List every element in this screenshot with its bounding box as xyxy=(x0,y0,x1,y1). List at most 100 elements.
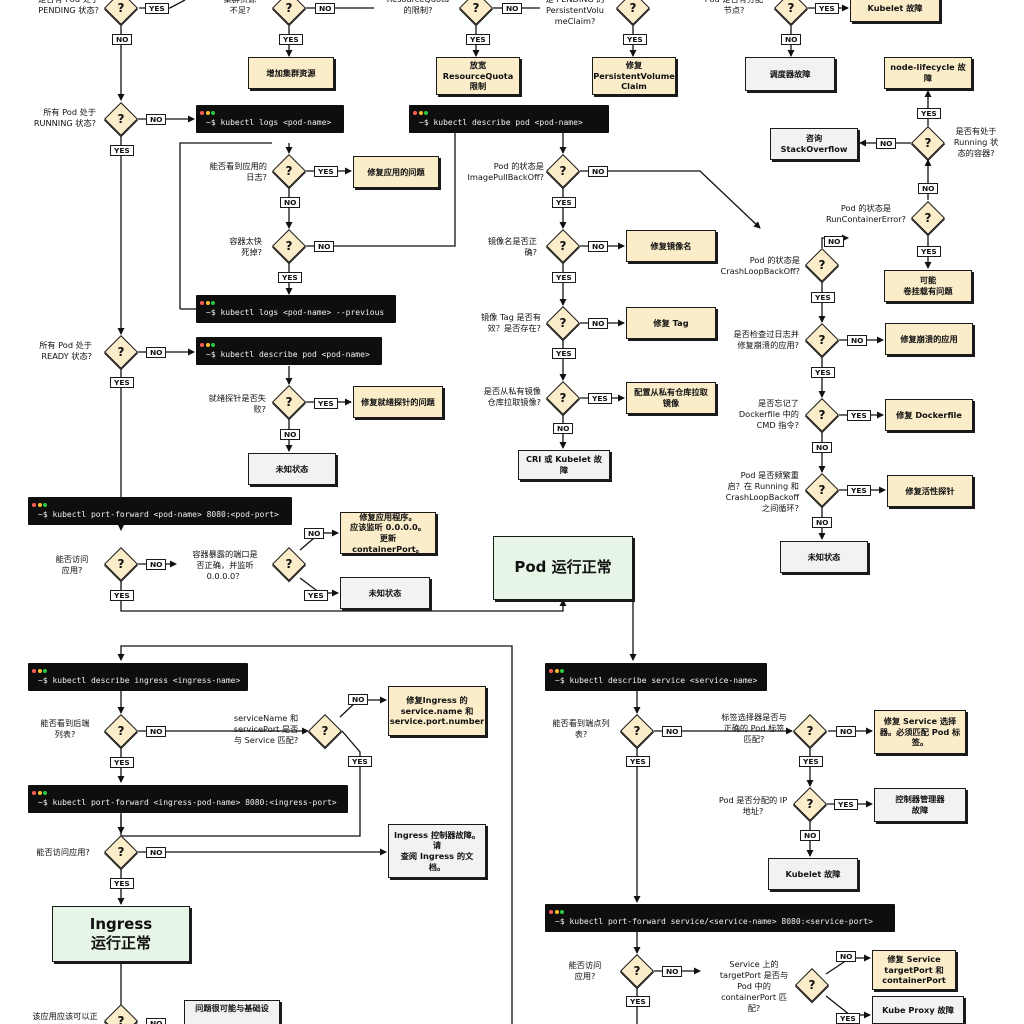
question-text: 集群资源 不足? xyxy=(224,0,257,16)
fix-dockerfile-box: 修复 Dockerfile xyxy=(885,399,973,431)
yes-label: YES xyxy=(834,799,858,810)
fix-app-box: 修复应用的问题 xyxy=(353,156,439,188)
no-label: NO xyxy=(588,318,609,329)
controller-manager-box: 控制器管理器 故障 xyxy=(874,788,966,822)
terminal-command: ~$ kubectl port-forward service/<service… xyxy=(555,917,873,926)
question-text: 所有 Pod 处于 RUNNING 状态? xyxy=(33,107,96,129)
terminal-command: ~$ kubectl port-forward <pod-name> 8080:… xyxy=(38,510,279,519)
decision-diamond: ? xyxy=(911,126,945,160)
terminal-port-forward-pod: ~$ kubectl port-forward <pod-name> 8080:… xyxy=(28,497,292,525)
yes-label: YES xyxy=(110,590,134,601)
question-text: 镜像名是否正 确? xyxy=(487,236,537,258)
question-text: Pod 是否分配的 IP 地址? xyxy=(718,795,788,817)
decision-diamond: ? xyxy=(308,714,342,748)
no-label: NO xyxy=(280,429,301,440)
window-dots-icon xyxy=(32,500,52,507)
kube-proxy-box: Kube Proxy 故障 xyxy=(872,996,964,1024)
terminal-command: ~$ kubectl logs <pod-name> xyxy=(206,118,332,127)
no-label: NO xyxy=(918,183,939,194)
yes-label: YES xyxy=(799,756,823,767)
stackoverflow-box: 咨询 StackOverflow xyxy=(770,128,858,160)
question-text: 容器太快 死掉? xyxy=(229,236,262,258)
terminal-command: ~$ kubectl logs <pod-name> --previous xyxy=(206,308,385,317)
ingress-controller-box: Ingress 控制器故障。请 查阅 Ingress 的文档。 xyxy=(388,824,486,878)
no-label: NO xyxy=(662,726,683,737)
question-text: 能否访问 应用? xyxy=(55,554,89,576)
terminal-port-forward-ingress: ~$ kubectl port-forward <ingress-pod-nam… xyxy=(28,785,348,813)
yes-label: YES xyxy=(279,34,303,45)
yes-label: YES xyxy=(917,246,941,257)
question-text: 容器暴露的端口是 否正确，并监听 0.0.0.0？ xyxy=(192,549,258,582)
question-text: 该应用应该可以正 xyxy=(32,1011,98,1021)
fix-crash-app-box: 修复崩溃的应用 xyxy=(885,323,973,355)
terminal-describe-pod: ~$ kubectl describe pod <pod-name> xyxy=(196,337,382,365)
question-text: 是否忘记了 Dockerfile 中的 CMD 指令? xyxy=(738,398,799,431)
terminal-command: ~$ kubectl port-forward <ingress-pod-nam… xyxy=(38,798,337,807)
yes-label: YES xyxy=(588,393,612,404)
window-dots-icon xyxy=(549,666,569,673)
volume-issue-box: 可能 卷挂载有问题 xyxy=(884,270,972,302)
no-label: NO xyxy=(112,34,133,45)
terminal-command: ~$ kubectl describe pod <pod-name> xyxy=(419,118,583,127)
yes-label: YES xyxy=(836,1013,860,1024)
yes-label: YES xyxy=(917,108,941,119)
yes-label: YES xyxy=(626,756,650,767)
question-text: 能否访问 应用? xyxy=(568,960,602,982)
no-label: NO xyxy=(876,138,897,149)
no-label: NO xyxy=(824,236,845,247)
window-dots-icon xyxy=(32,666,52,673)
yes-label: YES xyxy=(552,272,576,283)
yes-label: YES xyxy=(815,3,839,14)
question-text: 是 PENDING 的 PersistentVolu meClaim? xyxy=(545,0,604,27)
decision-diamond: ? xyxy=(104,0,138,25)
no-label: NO xyxy=(812,442,833,453)
cri-kubelet-box: CRI 或 Kubelet 故障 xyxy=(518,450,610,480)
ingress-running-ok-box: Ingress 运行正常 xyxy=(52,906,190,962)
decision-diamond: ? xyxy=(272,547,306,581)
fix-private-registry-box: 配置从私有仓库拉取 镜像 xyxy=(626,382,716,414)
decision-diamond: ? xyxy=(104,835,138,869)
unknown-state-box: 未知状态 xyxy=(780,541,868,573)
question-text: 能否看到端点列 表? xyxy=(552,718,610,740)
window-dots-icon xyxy=(200,340,220,347)
unknown-state-box: 未知状态 xyxy=(340,577,430,609)
no-label: NO xyxy=(812,517,833,528)
no-label: NO xyxy=(588,241,609,252)
no-label: NO xyxy=(502,3,523,14)
yes-label: YES xyxy=(314,398,338,409)
decision-diamond: ? xyxy=(805,473,839,507)
decision-diamond: ? xyxy=(546,381,580,415)
decision-diamond: ? xyxy=(795,968,829,1002)
fix-image-name-box: 修复镜像名 xyxy=(626,230,716,262)
unknown-state-box: 未知状态 xyxy=(248,453,336,485)
fix-liveness-box: 修复活性探针 xyxy=(887,475,973,507)
question-text: Pod 的状态是 ImagePullBackOff? xyxy=(467,161,544,183)
decision-diamond: ? xyxy=(911,201,945,235)
decision-diamond: ? xyxy=(272,0,306,25)
decision-diamond: ? xyxy=(793,787,827,821)
decision-diamond: ? xyxy=(272,154,306,188)
yes-label: YES xyxy=(314,166,338,177)
terminal-describe-ingress: ~$ kubectl describe ingress <ingress-nam… xyxy=(28,663,248,691)
terminal-describe-pod: ~$ kubectl describe pod <pod-name> xyxy=(409,105,609,133)
pod-running-ok-box: Pod 运行正常 xyxy=(493,536,633,600)
fix-targetport-box: 修复 Service targetPort 和 containerPort xyxy=(872,950,956,990)
question-text: 所有 Pod 处于 READY 状态? xyxy=(39,340,92,362)
window-dots-icon xyxy=(413,108,433,115)
question-text: 是否从私有镜像 仓库拉取镜像? xyxy=(483,386,541,408)
window-dots-icon xyxy=(549,907,569,914)
question-text: Pod 是否有分配 节点? xyxy=(705,0,763,16)
yes-label: YES xyxy=(811,367,835,378)
decision-diamond: ? xyxy=(104,547,138,581)
fix-readiness-box: 修复就绪探针的问题 xyxy=(353,386,443,418)
yes-label: YES xyxy=(348,756,372,767)
node-lifecycle-box: node-lifecycle 故障 xyxy=(884,57,972,89)
no-label: NO xyxy=(146,1018,167,1024)
decision-diamond: ? xyxy=(774,0,808,25)
no-label: NO xyxy=(146,114,167,125)
no-label: NO xyxy=(146,347,167,358)
decision-diamond: ? xyxy=(104,1004,138,1024)
no-label: NO xyxy=(847,335,868,346)
no-label: NO xyxy=(662,966,683,977)
question-text: 是否检查过日志并 修复崩溃的应用? xyxy=(733,329,799,351)
